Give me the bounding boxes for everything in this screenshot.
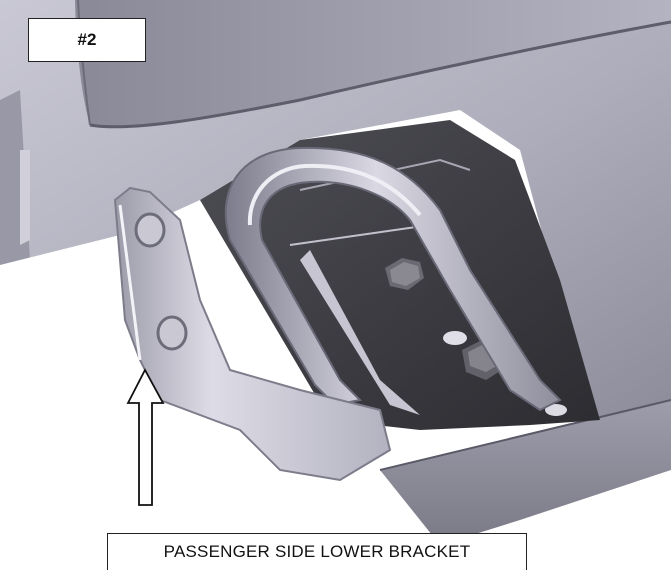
u-hook xyxy=(224,146,562,412)
step-label: #2 xyxy=(28,18,146,62)
bolt-hole-lower xyxy=(156,315,188,351)
lower-skirt xyxy=(380,400,671,545)
upper-recess xyxy=(75,0,671,127)
callout-label: PASSENGER SIDE LOWER BRACKET xyxy=(107,533,527,570)
bolt-hole-upper xyxy=(134,212,166,248)
up-arrow-icon xyxy=(126,368,165,506)
